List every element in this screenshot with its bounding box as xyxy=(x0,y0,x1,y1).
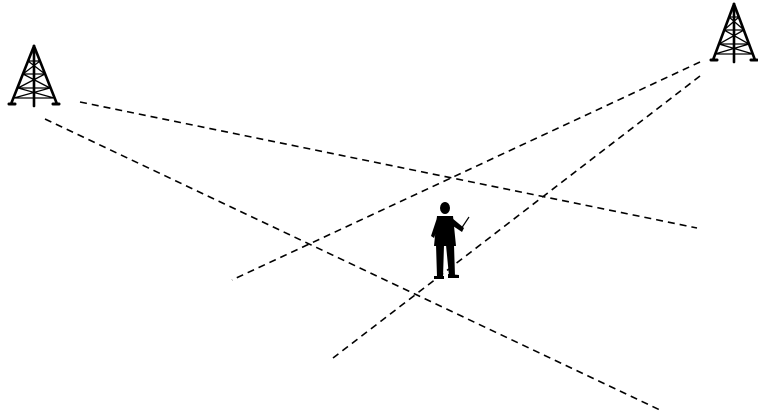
signal-lines xyxy=(45,62,700,410)
tower-right-icon xyxy=(711,4,757,62)
left-tower-line-lower xyxy=(45,119,660,410)
tower-left-icon xyxy=(9,46,59,106)
right-tower-line-upper xyxy=(232,62,700,280)
pointer-icon xyxy=(461,217,469,229)
left-tower-line-upper xyxy=(80,102,697,228)
person-silhouette-icon xyxy=(431,202,464,279)
